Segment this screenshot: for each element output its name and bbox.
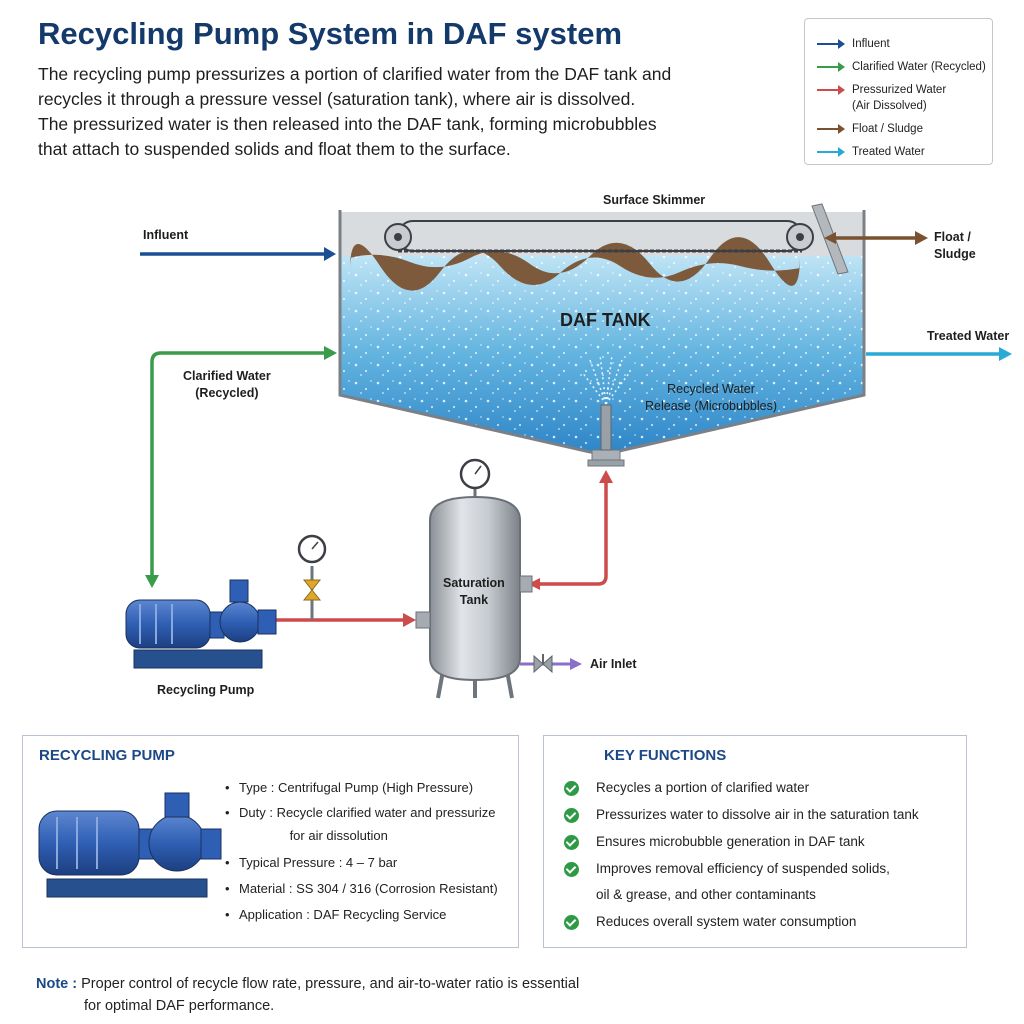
arrow-icon — [817, 39, 845, 49]
influent-flow — [140, 247, 336, 261]
intro-line: The pressurized water is then released i… — [38, 114, 657, 134]
legend: Influent Clarified Water (Recycled) Pres… — [804, 18, 993, 165]
page-title: Recycling Pump System in DAF system — [38, 16, 623, 51]
note-text: for optimal DAF performance. — [84, 998, 275, 1014]
legend-label: Influent — [852, 38, 890, 50]
spec-item: •Application : DAF Recycling Service — [225, 907, 447, 922]
pressure-gauge-icon — [459, 458, 491, 490]
intro-line: that attach to suspended solids and floa… — [38, 139, 511, 159]
arrow-icon — [817, 147, 845, 157]
intro-line: recycles it through a pressure vessel (s… — [38, 89, 636, 109]
air-inlet-label: Air Inlet — [590, 657, 637, 671]
spec-item: •Duty : Recycle clarified water and pres… — [225, 805, 496, 820]
arrow-icon — [817, 85, 845, 95]
check-icon — [564, 781, 579, 796]
float-sludge-flow — [824, 231, 928, 245]
spec-item: •Type : Centrifugal Pump (High Pressure) — [225, 780, 474, 795]
key-functions-panel: KEY FUNCTIONS Recycles a portion of clar… — [543, 735, 967, 948]
pressure-gauge-icon — [297, 534, 327, 564]
intro-paragraph: The recycling pump pressurizes a portion… — [38, 62, 688, 162]
air-inlet-flow — [520, 654, 582, 674]
treated-water-flow — [866, 347, 1012, 361]
panel-title: RECYCLING PUMP — [39, 747, 175, 764]
note-text: Proper control of recycle flow rate, pre… — [81, 976, 580, 992]
legend-label: Treated Water — [852, 146, 925, 158]
legend-label: (Air Dissolved) — [852, 100, 927, 112]
spec-item-continued: for air dissolution — [239, 828, 388, 843]
intro-line: The recycling pump pressurizes a portion… — [38, 64, 672, 84]
note: Note : Proper control of recycle flow ra… — [36, 973, 579, 1017]
panel-title: KEY FUNCTIONS — [604, 747, 727, 764]
daf-tank-label: DAF TANK — [560, 310, 651, 330]
sludge-layer — [350, 237, 800, 291]
check-icon — [564, 808, 579, 823]
influent-label: Influent — [143, 228, 189, 242]
clarified-water-flow — [145, 346, 337, 588]
spec-item: •Typical Pressure : 4 – 7 bar — [225, 855, 398, 870]
recycled-water-diffuser — [581, 354, 631, 451]
surface-skimmer-label: Surface Skimmer — [603, 193, 706, 207]
arrow-icon — [817, 124, 845, 134]
discharge-valve — [302, 566, 322, 620]
saturation-tank — [415, 488, 533, 699]
recycling-pump-icon — [125, 579, 277, 669]
note-label: Note : — [36, 976, 78, 992]
recycled-release-label: Recycled Water Release (Microbubbles) — [645, 382, 778, 413]
process-diagram — [125, 203, 1012, 699]
check-icon — [564, 862, 579, 877]
recycling-pump-icon — [38, 792, 222, 898]
pressurized-water-flow — [276, 470, 613, 627]
check-icon — [564, 915, 579, 930]
legend-label: Clarified Water (Recycled) — [852, 61, 986, 73]
spec-item: •Material : SS 304 / 316 (Corrosion Resi… — [225, 881, 498, 896]
daf-tank — [338, 210, 866, 467]
saturation-tank-label: Saturation Tank — [443, 576, 505, 607]
legend-label: Float / Sludge — [852, 123, 923, 135]
recycling-pump-panel: RECYCLING PUMP •Type : Centrifugal Pump … — [22, 735, 519, 948]
float-sludge-label: Float / Sludge — [934, 230, 976, 261]
legend-label: Pressurized Water — [852, 84, 947, 96]
treated-water-label: Treated Water — [927, 329, 1010, 343]
check-icon — [564, 835, 579, 850]
clarified-water-label: Clarified Water (Recycled) — [183, 369, 271, 400]
recycling-pump-label: Recycling Pump — [157, 683, 255, 697]
arrow-icon — [817, 62, 845, 72]
